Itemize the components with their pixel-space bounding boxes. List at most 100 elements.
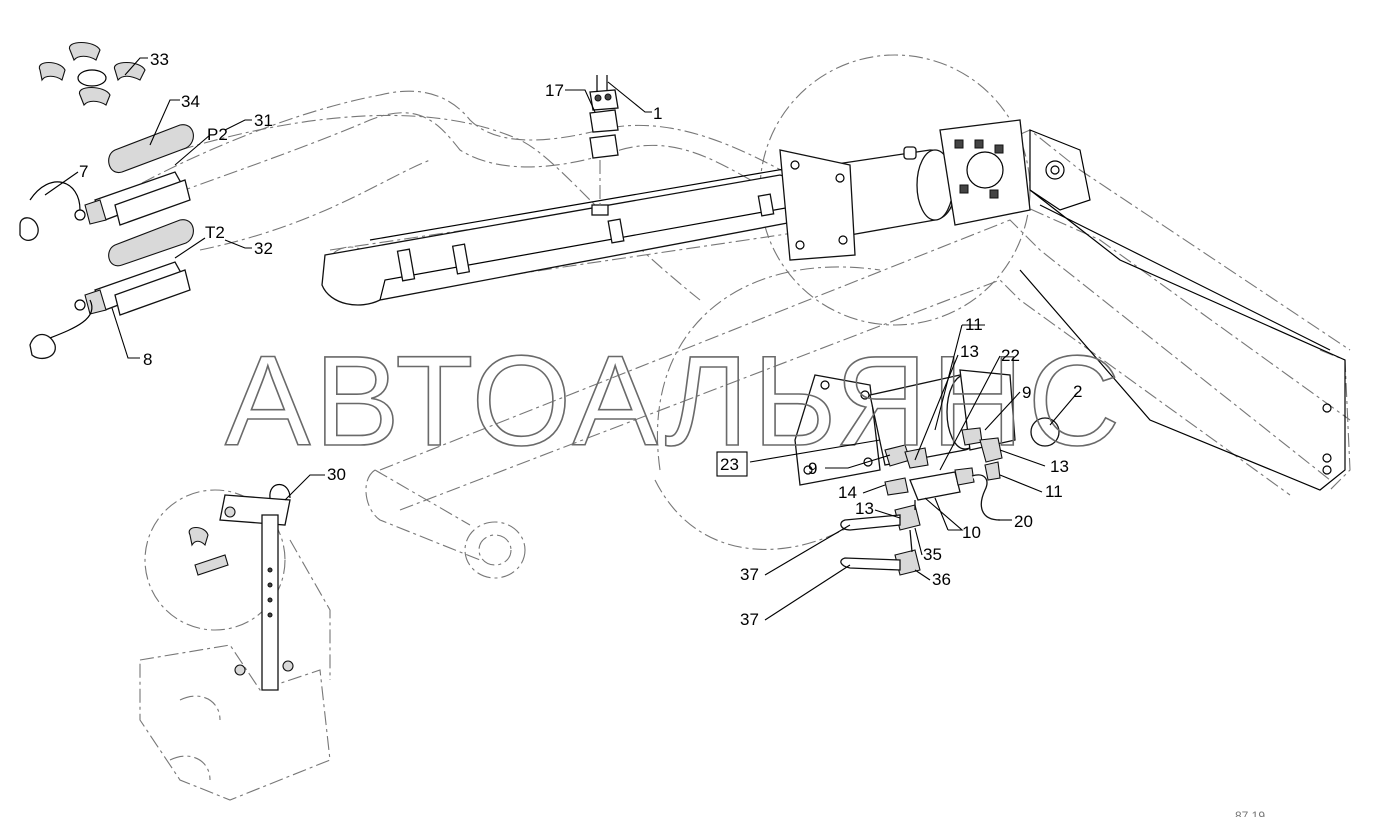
cylinder-flange-bolt-1 xyxy=(790,160,800,170)
callout-8: 8 xyxy=(143,350,152,369)
lift-arm-clip-1 xyxy=(396,248,416,282)
callout-32: 32 xyxy=(254,239,273,258)
phantom-left-link-2 xyxy=(169,695,221,781)
coupling-32-shell xyxy=(114,269,191,316)
drawing-reference-code: 87.19 xyxy=(1235,809,1265,817)
hose-20 xyxy=(971,474,1001,521)
phantom-connector-line xyxy=(289,539,331,680)
leader-9b xyxy=(825,454,891,469)
coupling-31-shell xyxy=(114,179,191,226)
bracket-30-nut-lower xyxy=(234,664,246,676)
callout-13-top: 13 xyxy=(960,342,979,361)
phantom-cylinder-end xyxy=(464,521,526,579)
phantom-cylinder-body xyxy=(365,469,481,561)
clip-33-b xyxy=(69,41,101,62)
clamp-block-low xyxy=(589,134,619,159)
lower-flange-bolt-1 xyxy=(820,380,830,390)
dust-cap-8-ring xyxy=(74,299,86,311)
leader-13b xyxy=(999,449,1046,467)
clamp-block-top xyxy=(589,89,619,111)
leader-13a xyxy=(914,354,959,461)
leader-34 xyxy=(149,99,180,146)
mount-slot-4 xyxy=(959,184,969,194)
clip-33-d xyxy=(79,86,111,107)
bracket-30-hole-3 xyxy=(267,597,273,603)
bracket-30-hole-2 xyxy=(267,582,273,588)
callout-labels: 33 34 P2 31 7 T2 32 8 17 1 11 13 22 9 2 … xyxy=(79,50,1082,629)
callout-37-upper: 37 xyxy=(740,565,759,584)
leader-P2 xyxy=(174,134,211,166)
leader-1 xyxy=(607,81,652,113)
dust-cap-7 xyxy=(19,217,39,241)
callout-33: 33 xyxy=(150,50,169,69)
leader-32 xyxy=(224,239,252,249)
mount-slot-5 xyxy=(989,189,999,199)
callout-37-lower: 37 xyxy=(740,610,759,629)
mount-slot-1 xyxy=(954,139,964,149)
phantom-arc xyxy=(656,266,881,471)
mount-slot-3 xyxy=(994,144,1004,154)
leader-9a xyxy=(984,391,1021,431)
bracket-30-hole-1 xyxy=(267,567,273,573)
clip-33-c xyxy=(114,61,146,82)
fitting-11-top xyxy=(984,461,1001,481)
phantom-detail-circle-small xyxy=(144,489,286,631)
callout-14: 14 xyxy=(838,483,857,502)
dust-cap-7-ring xyxy=(74,209,86,221)
hose-clamp-assembly xyxy=(589,75,619,210)
lift-arm-clip-5 xyxy=(591,204,609,216)
rear-frame-outline xyxy=(1019,189,1346,491)
leader-31 xyxy=(224,119,252,131)
callout-1: 1 xyxy=(653,104,662,123)
callout-35: 35 xyxy=(923,545,942,564)
lift-arm-beam-edge-2 xyxy=(379,199,831,301)
fitting-11-lower xyxy=(954,467,975,486)
callout-13-right: 13 xyxy=(1050,457,1069,476)
coupling-32-nose xyxy=(84,289,107,315)
callout-13-lower: 13 xyxy=(855,499,874,518)
leader-8 xyxy=(111,307,140,359)
plug-2 xyxy=(1030,417,1060,447)
phantom-frame-lower2 xyxy=(399,279,1291,511)
coupling-31-nose xyxy=(84,199,107,225)
callout-7: 7 xyxy=(79,162,88,181)
fitting-13-right xyxy=(979,437,1003,463)
phantom-frame-lower xyxy=(379,219,1331,481)
quick-coupler-parts xyxy=(19,41,194,359)
mount-slot-2 xyxy=(974,139,984,149)
fitting-13-elbow xyxy=(904,447,929,469)
dust-cap-8-strap xyxy=(44,299,93,341)
hydraulic-cylinder-upper xyxy=(779,119,1031,261)
phantom-cylinder-end-inner xyxy=(478,534,512,566)
bracket-30-detail-clip-2 xyxy=(194,554,229,576)
cylinder-flange-bolt-2 xyxy=(835,173,845,183)
rear-frame-hole-3 xyxy=(1322,465,1332,475)
rear-frame-bracket-hole xyxy=(1045,160,1065,180)
clip-33-center-ring xyxy=(77,69,107,87)
bracket-30-nut-right xyxy=(282,660,294,672)
phantom-upper-arm xyxy=(119,90,801,196)
label-box-23 xyxy=(716,451,748,477)
cylinder-port-upper xyxy=(903,146,917,160)
callout-2: 2 xyxy=(1073,382,1082,401)
watermark-text: АВТОАЛЬЯНС xyxy=(225,330,1124,473)
leader-37b xyxy=(764,564,851,621)
callout-23: 23 xyxy=(720,455,739,474)
lift-arm-clip-4 xyxy=(757,193,775,217)
callout-17: 17 xyxy=(545,81,564,100)
hose-between-tee-adapters xyxy=(909,500,916,553)
callout-9-top: 9 xyxy=(1022,383,1031,402)
support-bracket-30 xyxy=(188,483,294,691)
callout-34: 34 xyxy=(181,92,200,111)
bracket-30-u-bolt xyxy=(269,483,291,499)
lower-flange-bolt-4 xyxy=(863,457,873,467)
hose-37-lower xyxy=(840,557,901,571)
leader-2 xyxy=(1049,391,1079,426)
lower-flange-bolt-2 xyxy=(860,390,870,400)
leader-30 xyxy=(284,474,325,501)
leader-23 xyxy=(749,439,881,463)
dust-cap-8 xyxy=(29,333,56,359)
fittings-and-hoses xyxy=(840,417,1060,576)
phantom-arc-lower xyxy=(654,479,861,550)
